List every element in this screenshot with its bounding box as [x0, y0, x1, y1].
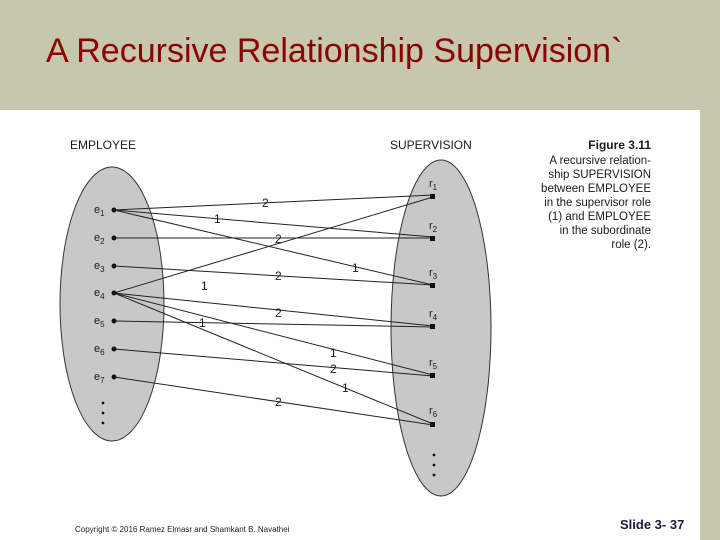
figure-caption-line-5: (1) and EMPLOYEE	[548, 211, 651, 223]
edge-label: 2	[275, 269, 282, 283]
line-e6-r5	[113, 348, 434, 377]
line-e4-r4	[113, 292, 434, 327]
relationship-label-r3: r3	[429, 267, 438, 281]
figure-caption-line-7: role (2).	[611, 239, 651, 251]
edge-label: 2	[262, 196, 269, 210]
employee-label-e3: e3	[94, 260, 105, 274]
ellipsis-dot	[432, 453, 436, 457]
employee-label-e4: e4	[94, 287, 105, 301]
line-e1-r2	[113, 209, 434, 238]
employee-label: EMPLOYEE	[70, 138, 136, 152]
edge-label: 1	[214, 212, 221, 226]
employee-ellipsis	[101, 401, 105, 425]
edge-label: 1	[330, 346, 337, 360]
edge-label: 1	[201, 279, 208, 293]
figure-caption-title: Figure 3.11	[588, 138, 651, 152]
figure-caption-line-4: in the supervisor role	[544, 197, 651, 209]
line-e1-r3	[113, 209, 434, 286]
figure-caption-line-1: A recursive relation-	[549, 155, 651, 167]
employee-dot	[111, 318, 117, 324]
slide-number: Slide 3- 37	[620, 517, 685, 532]
employee-label-e1: e1	[94, 204, 105, 218]
employee-dot	[111, 346, 117, 352]
relationship-square	[430, 283, 435, 288]
edge-label: 1	[352, 261, 359, 275]
employee-dot	[111, 290, 117, 296]
line-e4-r6	[113, 292, 434, 425]
relationship-ellipsis	[432, 453, 436, 477]
figure-caption-line-3: between EMPLOYEE	[541, 183, 651, 195]
edge-label: 2	[275, 306, 282, 320]
employee-set-ellipse	[59, 166, 165, 442]
edge-label: 1	[199, 316, 206, 330]
connection-lines	[113, 194, 434, 426]
relationship-square	[430, 324, 435, 329]
relationship-square	[430, 194, 435, 199]
edge-label: 2	[275, 395, 282, 409]
line-e1-r1	[113, 194, 434, 211]
employee-labels: e1 e2 e3 e4 e5 e6 e7	[94, 204, 105, 385]
title-bar	[0, 0, 700, 110]
ellipsis-dot	[101, 411, 105, 415]
employee-label-e5: e5	[94, 315, 105, 329]
line-e7-r6	[113, 376, 434, 426]
ellipsis-dot	[101, 401, 105, 405]
right-rail	[700, 0, 720, 540]
relationship-label-r1: r1	[429, 178, 438, 192]
relationship-square	[430, 373, 435, 378]
edge-label: 2	[330, 362, 337, 376]
employee-dot	[111, 207, 117, 213]
employee-label-e6: e6	[94, 343, 105, 357]
copyright-footer: Copyright © 2016 Ramez Elmasr and Shamka…	[75, 525, 290, 534]
relationship-labels: r1 r2 r3 r4 r5 r6	[429, 178, 438, 419]
line-e3-r3	[113, 265, 434, 286]
line-e4-r1	[113, 196, 434, 294]
line-e4-r5	[113, 292, 434, 376]
relationship-label-r4: r4	[429, 308, 438, 322]
figure-caption-line-6: in the subordinate	[560, 225, 651, 237]
relationship-label-r2: r2	[429, 220, 438, 234]
ellipsis-dot	[432, 473, 436, 477]
employee-label-e7: e7	[94, 371, 105, 385]
supervision-set-ellipse	[390, 159, 492, 497]
supervision-label: SUPERVISION	[390, 138, 472, 152]
edge-label: 2	[275, 232, 282, 246]
line-e5-r4	[113, 320, 434, 328]
relationship-instances	[430, 194, 435, 427]
employee-dot	[111, 235, 117, 241]
relationship-square	[430, 422, 435, 427]
relationship-label-r6: r6	[429, 405, 438, 419]
slide-title: A Recursive Relationship Supervision`	[46, 32, 623, 70]
employee-instances	[111, 207, 117, 380]
edge-label: 1	[342, 381, 349, 395]
employee-dot	[111, 374, 117, 380]
ellipsis-dot	[101, 421, 105, 425]
figure-caption-line-2: ship SUPERVISION	[548, 169, 651, 181]
ellipsis-dot	[432, 463, 436, 467]
relationship-label-r5: r5	[429, 357, 438, 371]
employee-dot	[111, 263, 117, 269]
relationship-square	[430, 236, 435, 241]
employee-label-e2: e2	[94, 232, 105, 246]
